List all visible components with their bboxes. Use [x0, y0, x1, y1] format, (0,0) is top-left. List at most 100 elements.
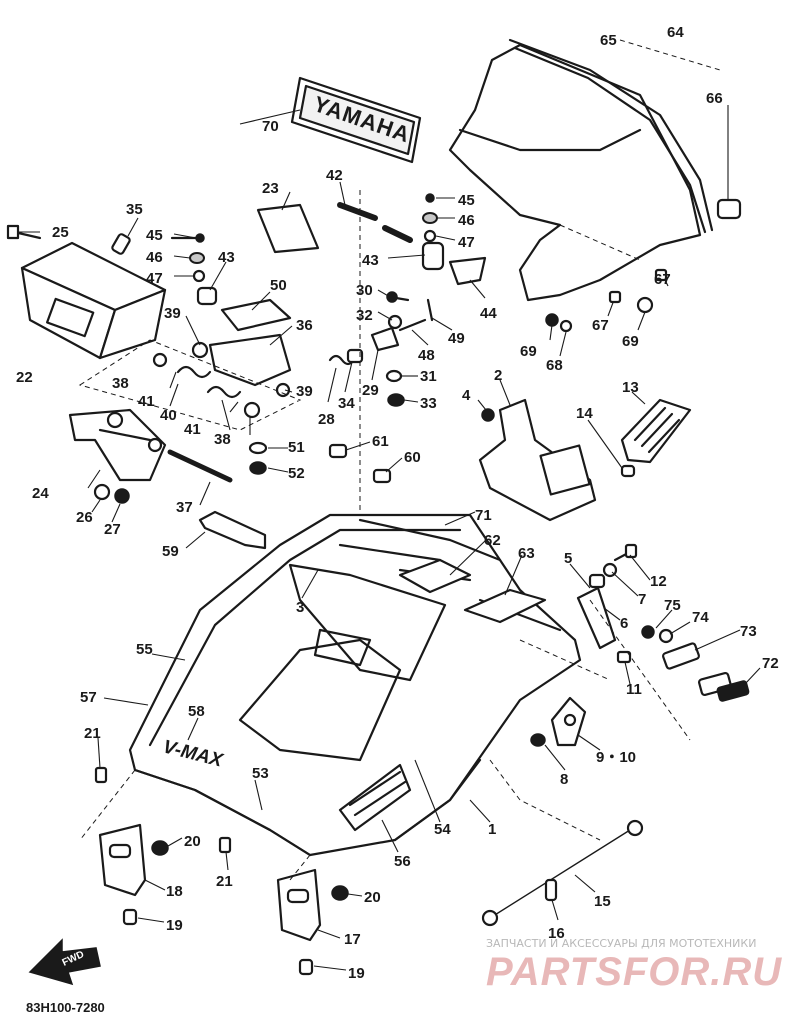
callout-37: 37 [176, 499, 193, 516]
callout-13: 13 [622, 379, 639, 396]
bolt-19a [122, 908, 138, 926]
callout-75: 75 [664, 597, 681, 614]
callout-49: 49 [448, 330, 465, 347]
callout-63: 63 [518, 545, 535, 562]
callout-33: 33 [420, 395, 437, 412]
callout-31: 31 [420, 368, 437, 385]
callout-17: 17 [344, 931, 361, 948]
callout-64: 64 [667, 24, 684, 41]
callout-2: 2 [494, 367, 502, 384]
callout-19b: 19 [348, 965, 365, 982]
bolt-67b [654, 268, 668, 282]
callout-72: 72 [762, 655, 779, 672]
rear-grille [620, 398, 692, 464]
callout-70: 70 [262, 118, 279, 135]
callout-50: 50 [270, 277, 287, 294]
callout-47b: 47 [458, 234, 475, 251]
windshield [448, 38, 714, 302]
callout-59: 59 [162, 543, 179, 560]
callout-21a: 21 [84, 725, 101, 742]
nut-20b [331, 885, 349, 901]
bolt-11 [616, 650, 632, 664]
callout-16: 16 [548, 925, 565, 942]
bolt-8 [530, 733, 546, 747]
callout-leaders [18, 105, 761, 971]
callout-51: 51 [288, 439, 305, 456]
callout-43b: 43 [362, 252, 379, 269]
callout-67b: 67 [654, 271, 671, 288]
watermark-site: PARTSFOR.RU [486, 950, 782, 994]
callout-14: 14 [576, 405, 593, 422]
callout-45b: 45 [458, 192, 475, 209]
callout-23: 23 [262, 180, 279, 197]
bolt-67a [608, 290, 622, 304]
callout-15: 15 [594, 893, 611, 910]
plate-73 [662, 642, 700, 670]
callout-43a: 43 [218, 249, 235, 266]
callout-39b: 39 [296, 383, 313, 400]
callout-9-10: 9・10 [596, 749, 636, 766]
callout-71: 71 [475, 507, 492, 524]
callout-54: 54 [434, 821, 451, 838]
side-vent [338, 763, 412, 832]
callout-8: 8 [560, 771, 568, 788]
panel-23 [256, 203, 320, 254]
main-hood: V-MAX [128, 513, 582, 857]
clip-60 [372, 468, 392, 484]
callout-38b: 38 [214, 431, 231, 448]
rod-42b [382, 225, 413, 243]
callout-29: 29 [362, 382, 379, 399]
callout-69a: 69 [520, 343, 537, 360]
callout-39a: 39 [164, 305, 181, 322]
washer-74 [658, 628, 674, 644]
hood-mount-18 [98, 823, 147, 897]
clip-61 [328, 443, 348, 459]
callout-26: 26 [76, 509, 93, 526]
callout-38a: 38 [112, 375, 129, 392]
washer-51 [248, 441, 268, 455]
callout-6: 6 [620, 615, 628, 632]
grab-handle [198, 510, 267, 550]
bolt-12-washer-7 [602, 543, 638, 578]
callout-18: 18 [166, 883, 183, 900]
nut-27 [114, 488, 130, 504]
forward-arrow-icon: FWD [28, 938, 101, 986]
side-box [20, 241, 167, 360]
callout-21b: 21 [216, 873, 233, 890]
callout-47a: 47 [146, 270, 163, 287]
panel-63 [463, 588, 547, 624]
callout-11: 11 [626, 681, 642, 698]
callout-32: 32 [356, 307, 373, 324]
callout-35: 35 [126, 201, 143, 218]
callout-28: 28 [318, 411, 335, 428]
callout-61: 61 [372, 433, 389, 450]
callout-24: 24 [32, 485, 49, 502]
callout-5: 5 [564, 550, 572, 567]
callout-41a: 41 [138, 393, 155, 410]
callout-55: 55 [136, 641, 153, 658]
callout-12: 12 [650, 573, 667, 590]
watermark: ЗАПЧАСТИ И АКСЕССУАРЫ ДЛЯ МОТОТЕХНИКИ PA… [486, 937, 782, 994]
reflector-72b [716, 680, 750, 702]
callout-56: 56 [394, 853, 411, 870]
nut-75 [641, 625, 655, 639]
cable-assembly [481, 819, 644, 927]
callout-57: 57 [80, 689, 97, 706]
callout-1: 1 [488, 821, 496, 838]
hardware-left [111, 233, 291, 419]
bolt-19b [298, 958, 314, 976]
assembly-leader-lines [78, 39, 721, 881]
bracket-5-6 [576, 573, 617, 650]
callout-3: 3 [296, 599, 304, 616]
callout-48: 48 [418, 347, 435, 364]
callout-30: 30 [356, 282, 373, 299]
callout-7: 7 [638, 591, 646, 608]
callout-69b: 69 [622, 333, 639, 350]
callout-74: 74 [692, 609, 709, 626]
callout-4: 4 [462, 387, 471, 404]
callout-45a: 45 [146, 227, 163, 244]
bolt-21b [218, 836, 232, 854]
callout-46a: 46 [146, 249, 163, 266]
callout-34: 34 [338, 395, 355, 412]
callout-25: 25 [52, 224, 69, 241]
